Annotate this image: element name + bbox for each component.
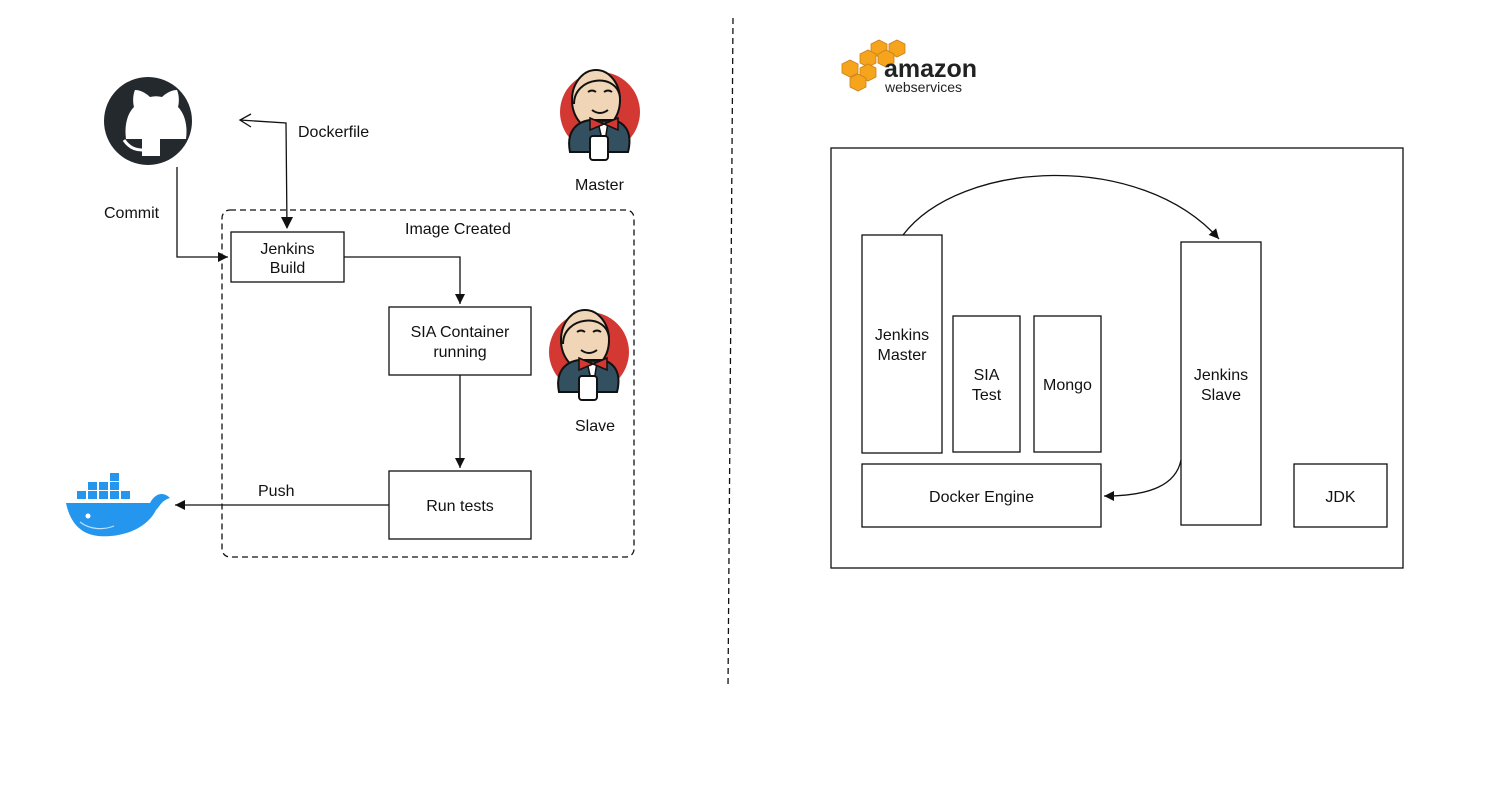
label-master: Master [575,177,625,194]
sia-container-line1: SIA Container [411,324,510,341]
commit-connector [176,167,228,262]
jenkins-master-icon [560,69,640,161]
jenkins-build-line2: Build [270,260,306,277]
image-created-region [221,209,635,558]
build-to-container-connector [344,256,465,304]
github-icon [104,77,192,165]
label-slave: Slave [575,418,615,435]
sia-test-line2: Test [972,387,1002,404]
label-dockerfile: Dockerfile [298,124,369,141]
mongo-label: Mongo [1043,377,1092,394]
aws-logo: amazon webservices [841,39,977,95]
jenkins-slave-icon [549,309,629,401]
label-image-created: Image Created [405,221,511,238]
jenkins-build-line1: Jenkins [260,241,314,258]
jenkins-master-box: Jenkins Master [861,234,943,454]
sia-test-box: SIA Test [952,315,1021,453]
sia-container-box: SIA Container running [388,306,532,376]
label-push: Push [258,483,294,500]
docker-engine-label: Docker Engine [929,489,1034,506]
jdk-box: JDK [1293,463,1388,528]
jenkins-build-box: Jenkins Build [230,231,345,283]
arrowhead-icon [281,217,293,229]
jenkins-master-line2: Master [878,347,928,364]
docker-engine-box: Docker Engine [861,463,1102,528]
run-tests-label: Run tests [426,498,494,515]
aws-logo-word2: webservices [884,79,962,95]
docker-icon [66,473,170,537]
dockerfile-connector [239,119,288,229]
label-commit: Commit [104,205,160,222]
slave-to-docker-engine-connector [1103,459,1182,501]
sia-container-line2: running [433,344,486,361]
jenkins-master-line1: Jenkins [875,327,929,344]
jenkins-slave-line1: Jenkins [1194,367,1248,384]
master-to-slave-connector [902,174,1220,240]
arrowhead-icon [238,113,252,128]
mongo-box: Mongo [1033,315,1102,453]
jenkins-slave-box: Jenkins Slave [1180,241,1262,526]
sia-test-line1: SIA [974,367,1000,384]
aws-logo-word1: amazon [884,55,977,83]
aws-cubes-icon [841,39,906,92]
jdk-label: JDK [1325,489,1356,506]
section-divider [727,17,734,689]
run-tests-box: Run tests [388,470,532,540]
jenkins-slave-line2: Slave [1201,387,1241,404]
